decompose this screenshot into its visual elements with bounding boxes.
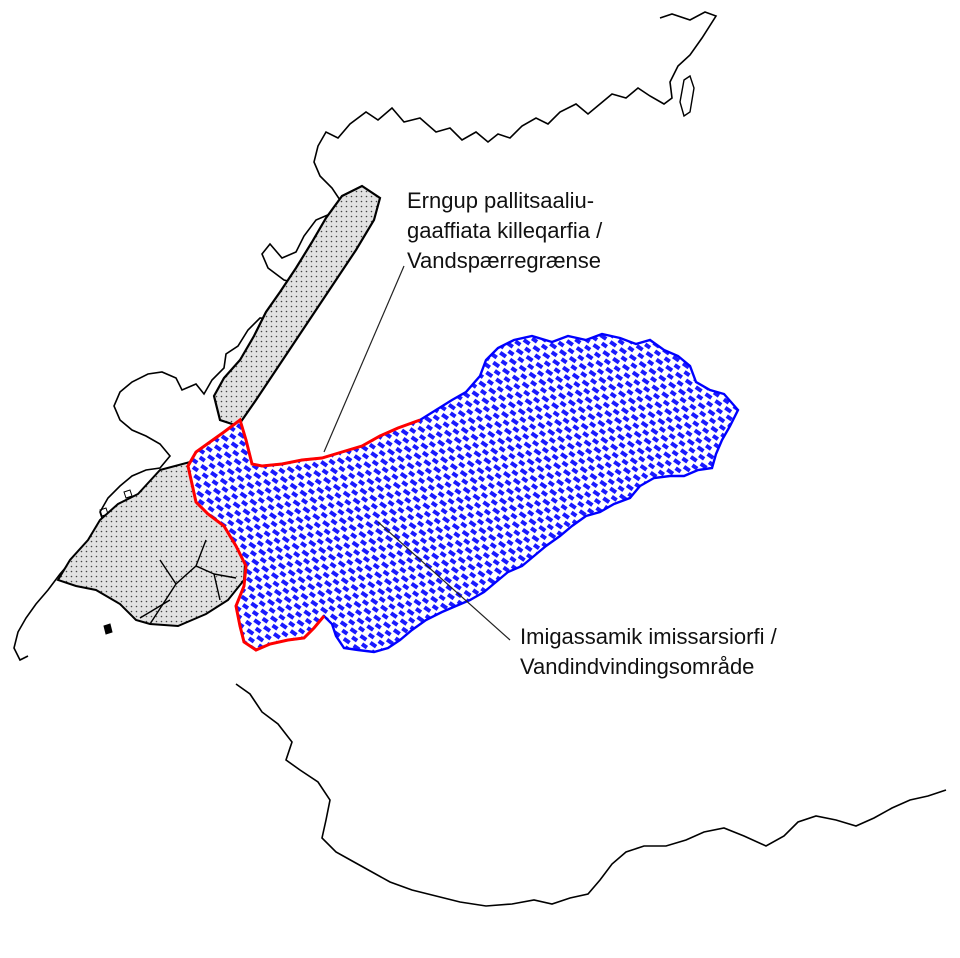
coastline-north bbox=[13, 11, 718, 662]
town-district-lines bbox=[139, 539, 237, 625]
island-small-1 bbox=[103, 623, 113, 635]
leader-line-water-barrier bbox=[323, 265, 405, 453]
label-water-area-line-1: Imigassamik imissarsiorfi / bbox=[520, 624, 777, 649]
town-area-north bbox=[212, 184, 382, 428]
leader-line-water-area bbox=[377, 521, 511, 641]
label-water-barrier: Erngup pallitsaaliu- gaaffiata killeqarf… bbox=[407, 186, 602, 276]
label-water-area-line-2: Vandindvindingsområde bbox=[520, 654, 755, 679]
label-water-barrier-line-2: gaaffiata killeqarfia / bbox=[407, 218, 603, 243]
water-extraction-area bbox=[186, 332, 740, 654]
water-barrier-line bbox=[186, 417, 421, 652]
label-water-barrier-line-3: Vandspærregrænse bbox=[407, 248, 602, 273]
island-north bbox=[679, 74, 695, 118]
label-water-extraction-area: Imigassamik imissarsiorfi / Vandindvindi… bbox=[520, 622, 777, 682]
coastline-south bbox=[235, 683, 947, 907]
label-water-barrier-line-1: Erngup pallitsaaliu- bbox=[407, 188, 595, 213]
